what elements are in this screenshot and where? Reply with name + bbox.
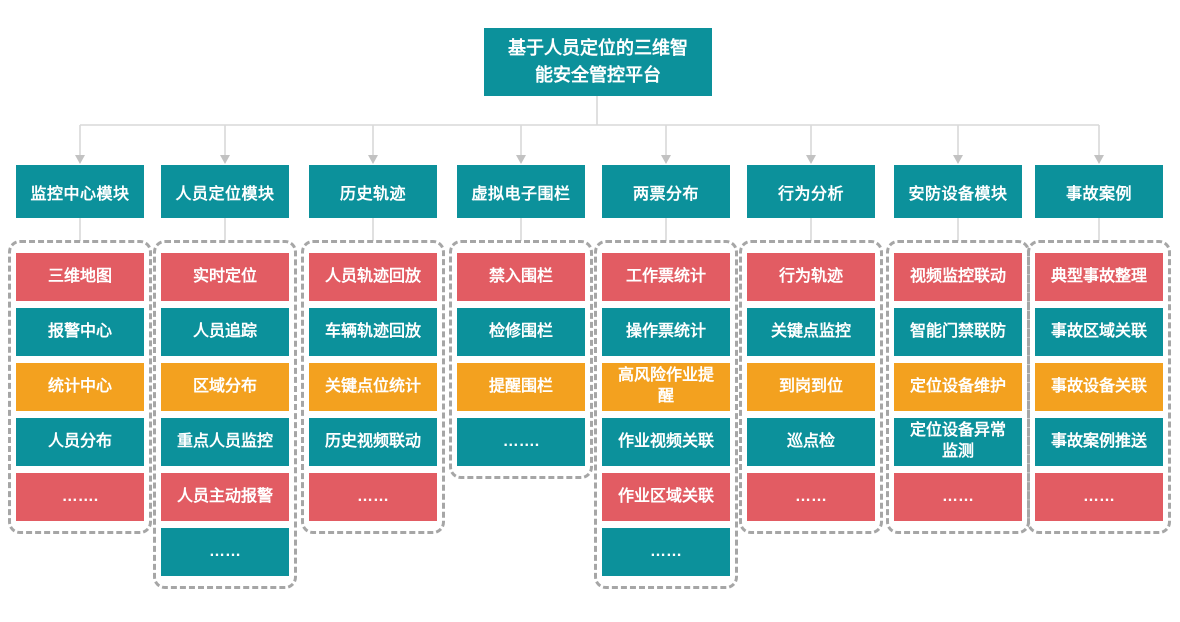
module-column: 历史轨迹 人员轨迹回放车辆轨迹回放关键点位统计历史视频联动 …… xyxy=(301,165,445,534)
feature-cell: 提醒围栏 xyxy=(457,363,585,411)
feature-cell: 检修围栏 xyxy=(457,308,585,356)
header-link-spacer xyxy=(449,218,593,240)
feature-cell: …… xyxy=(161,528,289,576)
feature-cell: ……. xyxy=(16,473,144,521)
feature-cell: …… xyxy=(1035,473,1163,521)
feature-cell: 作业视频关联 xyxy=(602,418,730,466)
feature-cell: 事故设备关联 xyxy=(1035,363,1163,411)
feature-cell: 操作票统计 xyxy=(602,308,730,356)
module-column: 虚拟电子围栏 禁入围栏检修围栏提醒围栏 ……. xyxy=(449,165,593,479)
module-column: 两票分布 工作票统计操作票统计高风险作业提醒作业视频关联作业区域关联 …… xyxy=(594,165,738,589)
dashed-group: 工作票统计操作票统计高风险作业提醒作业视频关联作业区域关联 …… xyxy=(594,240,738,589)
dashed-group: 视频监控联动智能门禁联防定位设备维护定位设备异常监测 …… xyxy=(886,240,1030,534)
feature-cell: 实时定位 xyxy=(161,253,289,301)
feature-cell: 关键点位统计 xyxy=(309,363,437,411)
feature-cell: 三维地图 xyxy=(16,253,144,301)
module-column: 事故案例 典型事故整理事故区域关联事故设备关联事故案例推送 …… xyxy=(1027,165,1171,534)
feature-cell: 行为轨迹 xyxy=(747,253,875,301)
feature-cell: …… xyxy=(602,528,730,576)
feature-cell: 作业区域关联 xyxy=(602,473,730,521)
module-header: 两票分布 xyxy=(602,165,730,218)
module-header: 人员定位模块 xyxy=(161,165,289,218)
dashed-group: 行为轨迹关键点监控到岗到位巡点检 …… xyxy=(739,240,883,534)
dashed-group: 典型事故整理事故区域关联事故设备关联事故案例推送 …… xyxy=(1027,240,1171,534)
header-link-spacer xyxy=(8,218,152,240)
header-link-spacer xyxy=(594,218,738,240)
feature-cell: 人员轨迹回放 xyxy=(309,253,437,301)
dashed-group: 三维地图报警中心统计中心人员分布 ……. xyxy=(8,240,152,534)
module-header: 历史轨迹 xyxy=(309,165,437,218)
feature-cell: 关键点监控 xyxy=(747,308,875,356)
feature-cell: 人员追踪 xyxy=(161,308,289,356)
feature-cell: 视频监控联动 xyxy=(894,253,1022,301)
header-link-spacer xyxy=(1027,218,1171,240)
feature-cell: 统计中心 xyxy=(16,363,144,411)
module-column: 监控中心模块 三维地图报警中心统计中心人员分布 ……. xyxy=(8,165,152,534)
header-link-spacer xyxy=(739,218,883,240)
feature-cell: 禁入围栏 xyxy=(457,253,585,301)
dashed-group: 禁入围栏检修围栏提醒围栏 ……. xyxy=(449,240,593,479)
feature-cell: …… xyxy=(894,473,1022,521)
feature-cell: 报警中心 xyxy=(16,308,144,356)
module-header: 事故案例 xyxy=(1035,165,1163,218)
module-header: 行为分析 xyxy=(747,165,875,218)
module-header: 监控中心模块 xyxy=(16,165,144,218)
feature-cell: 巡点检 xyxy=(747,418,875,466)
feature-cell: 典型事故整理 xyxy=(1035,253,1163,301)
module-column: 安防设备模块 视频监控联动智能门禁联防定位设备维护定位设备异常监测 …… xyxy=(886,165,1030,534)
header-link-spacer xyxy=(301,218,445,240)
module-header: 虚拟电子围栏 xyxy=(457,165,585,218)
feature-cell: 事故案例推送 xyxy=(1035,418,1163,466)
feature-cell: 人员分布 xyxy=(16,418,144,466)
feature-cell: 事故区域关联 xyxy=(1035,308,1163,356)
header-link-spacer xyxy=(153,218,297,240)
header-link-spacer xyxy=(886,218,1030,240)
module-column: 人员定位模块 实时定位人员追踪区域分布重点人员监控人员主动报警 …… xyxy=(153,165,297,589)
module-header: 安防设备模块 xyxy=(894,165,1022,218)
dashed-group: 人员轨迹回放车辆轨迹回放关键点位统计历史视频联动 …… xyxy=(301,240,445,534)
feature-cell: …… xyxy=(747,473,875,521)
feature-cell: 定位设备异常监测 xyxy=(894,418,1022,466)
feature-cell: 车辆轨迹回放 xyxy=(309,308,437,356)
feature-cell: …… xyxy=(309,473,437,521)
feature-cell: 区域分布 xyxy=(161,363,289,411)
feature-cell: 历史视频联动 xyxy=(309,418,437,466)
feature-cell: 定位设备维护 xyxy=(894,363,1022,411)
dashed-group: 实时定位人员追踪区域分布重点人员监控人员主动报警 …… xyxy=(153,240,297,589)
feature-cell: 智能门禁联防 xyxy=(894,308,1022,356)
feature-cell: 到岗到位 xyxy=(747,363,875,411)
root-title: 基于人员定位的三维智能安全管控平台 xyxy=(484,28,712,96)
feature-cell: 人员主动报警 xyxy=(161,473,289,521)
feature-cell: 重点人员监控 xyxy=(161,418,289,466)
feature-cell: ……. xyxy=(457,418,585,466)
module-column: 行为分析 行为轨迹关键点监控到岗到位巡点检 …… xyxy=(739,165,883,534)
feature-cell: 高风险作业提醒 xyxy=(602,363,730,411)
feature-cell: 工作票统计 xyxy=(602,253,730,301)
